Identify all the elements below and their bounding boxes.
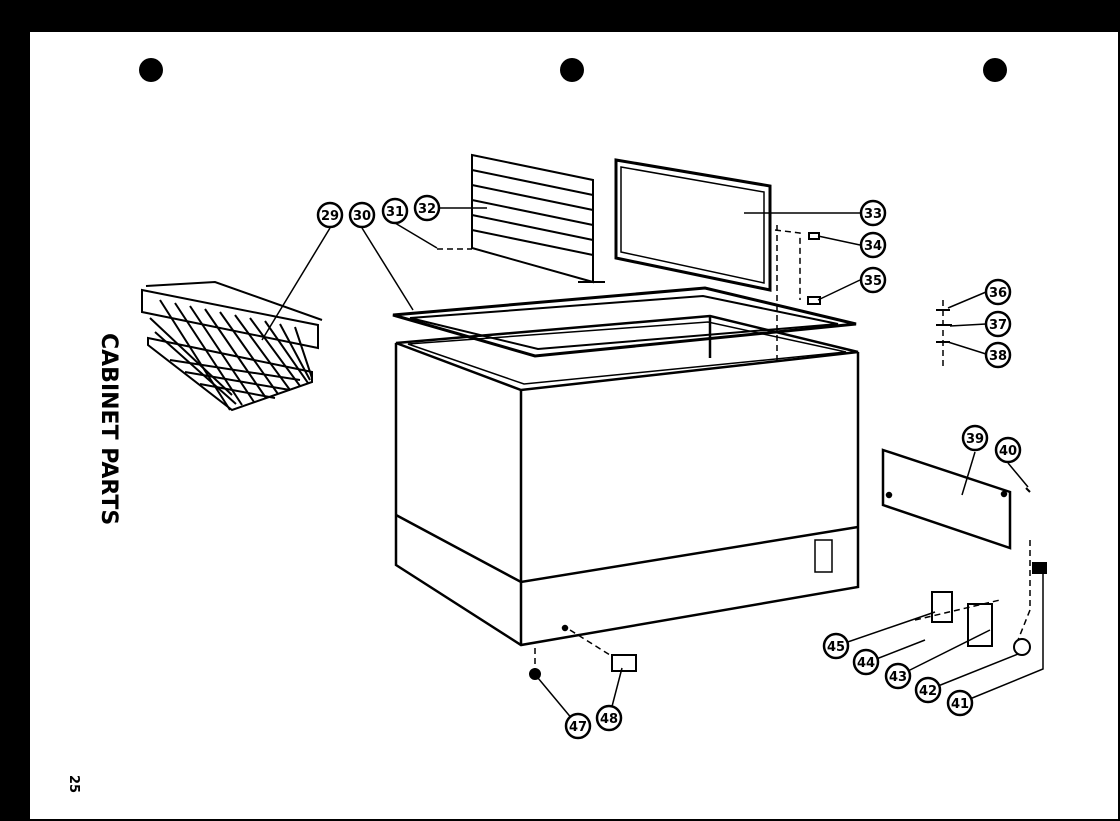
punch-hole-center xyxy=(560,58,584,82)
callout-label: 38 xyxy=(989,349,1007,364)
callout-38: 38 xyxy=(984,341,1012,369)
callout-47: 47 xyxy=(564,712,592,740)
callout-35: 35 xyxy=(859,266,887,294)
callout-39: 39 xyxy=(961,424,989,452)
basket-divider xyxy=(471,153,605,284)
callout-37: 37 xyxy=(984,310,1012,338)
callout-label: 40 xyxy=(999,444,1017,459)
callout-40: 40 xyxy=(994,436,1022,464)
callout-45: 45 xyxy=(822,632,850,660)
callout-label: 47 xyxy=(569,720,587,735)
cabinet-top-gasket xyxy=(392,286,857,358)
callout-32: 32 xyxy=(413,194,441,222)
assembly-guide-lines xyxy=(437,225,1031,670)
callout-label: 41 xyxy=(951,697,969,712)
sheet-title: CABINET PARTS xyxy=(96,333,121,525)
callout-label: 43 xyxy=(889,670,907,685)
callout-label: 42 xyxy=(919,684,937,699)
wire-basket xyxy=(141,280,323,412)
callout-label: 37 xyxy=(989,318,1007,333)
punch-hole-right xyxy=(983,58,1007,82)
callout-label: 45 xyxy=(827,640,845,655)
leader-lines xyxy=(261,207,1044,727)
freezer-cabinet xyxy=(394,314,860,647)
callout-label: 31 xyxy=(386,205,404,220)
callout-label: 30 xyxy=(353,209,371,224)
callout-label: 35 xyxy=(864,274,882,289)
callout-label: 34 xyxy=(864,239,882,254)
callout-31: 31 xyxy=(381,197,409,225)
callout-42: 42 xyxy=(914,676,942,704)
callout-label: 33 xyxy=(864,207,882,222)
callout-label: 36 xyxy=(989,286,1007,301)
callout-36: 36 xyxy=(984,278,1012,306)
callout-label: 32 xyxy=(418,202,436,217)
page-number: 25 xyxy=(66,775,81,793)
callout-group: 29 30 31 32 33 34 35 36 37 38 39 40 41 4… xyxy=(316,194,1022,740)
callout-48: 48 xyxy=(595,704,623,732)
lid-liner-panel xyxy=(614,158,772,292)
callout-label: 48 xyxy=(600,712,618,727)
callout-30: 30 xyxy=(348,201,376,229)
callout-33: 33 xyxy=(859,199,887,227)
punch-hole-left xyxy=(139,58,163,82)
callout-34: 34 xyxy=(859,231,887,259)
callout-29: 29 xyxy=(316,201,344,229)
callout-44: 44 xyxy=(852,648,880,676)
callout-label: 29 xyxy=(321,209,339,224)
callout-label: 44 xyxy=(857,656,875,671)
callout-label: 39 xyxy=(966,432,984,447)
callout-43: 43 xyxy=(884,662,912,690)
callout-41: 41 xyxy=(946,689,974,717)
hardware-parts xyxy=(529,232,1047,680)
